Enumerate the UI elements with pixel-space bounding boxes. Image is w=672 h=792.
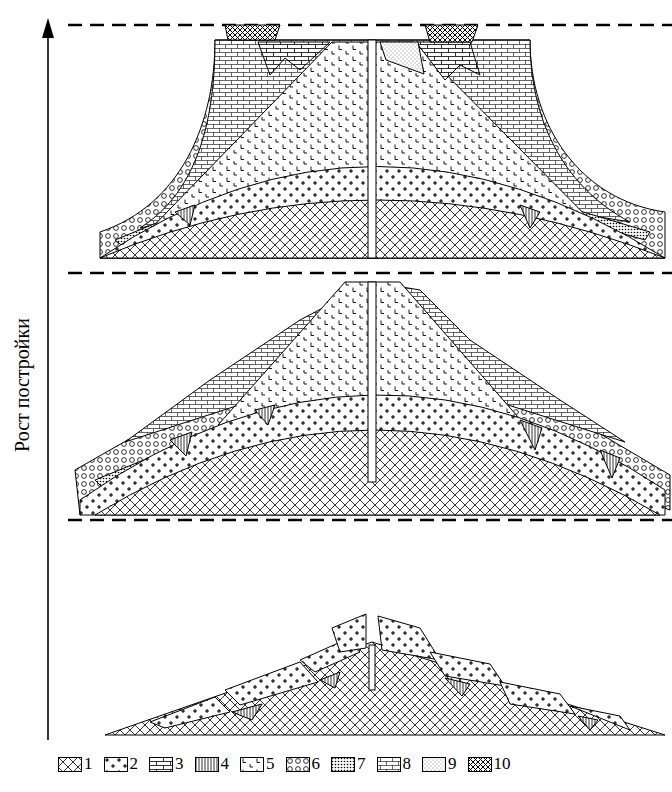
legend-item: 9 [422, 754, 457, 774]
legend-pattern [59, 757, 82, 771]
conduit [368, 40, 376, 258]
legend-number: 6 [312, 754, 321, 774]
legend-number: 3 [175, 754, 184, 774]
legend-swatch [422, 757, 446, 772]
granitoid-block [570, 706, 630, 730]
level-line [68, 519, 672, 522]
stage-top [100, 25, 665, 258]
legend-pattern [377, 757, 400, 771]
growth-arrow [47, 34, 49, 740]
legend-pattern [332, 757, 355, 771]
conduit [368, 282, 376, 482]
legend-number: 4 [221, 754, 230, 774]
legend-pattern [195, 757, 218, 771]
granitoid-block [430, 652, 505, 686]
conglomerate-layer [100, 40, 665, 258]
legend-item: 8 [377, 754, 412, 774]
legend-item: 7 [331, 754, 366, 774]
basement-layer [105, 642, 665, 735]
legend-swatch [195, 757, 219, 772]
arrow-head [42, 18, 54, 38]
legend-item: 3 [149, 754, 184, 774]
breccia-wedge [170, 405, 620, 478]
legend-item: 5 [240, 754, 275, 774]
axis-label: Рост постройки [11, 316, 34, 454]
legend-item: 6 [286, 754, 321, 774]
legend-swatch [240, 757, 264, 772]
legend-number: 1 [84, 754, 93, 774]
legend-swatch [58, 757, 82, 772]
legend: 1 2 3 4 5 6 7 8 9 10 [58, 754, 511, 774]
limestone-tongue [416, 42, 480, 80]
level-line [68, 24, 672, 27]
granitoid-block [500, 682, 575, 714]
legend-item: 2 [104, 754, 139, 774]
legend-pattern [104, 757, 127, 771]
legend-swatch [104, 757, 128, 772]
basement-layer [100, 200, 665, 258]
legend-number: 9 [448, 754, 457, 774]
legend-item: 1 [58, 754, 93, 774]
reef-cap [425, 25, 478, 42]
legend-number: 2 [130, 754, 139, 774]
legend-swatch [331, 757, 355, 772]
conduit [369, 645, 375, 690]
stage-middle [75, 282, 670, 515]
granitoid-layer [100, 167, 665, 259]
breccia-wedge [232, 672, 598, 730]
legend-pattern [468, 757, 491, 771]
legend-pattern [241, 757, 264, 771]
legend-pattern [423, 757, 446, 771]
legend-swatch [149, 757, 173, 772]
legend-number: 5 [266, 754, 275, 774]
granitoid-block [150, 697, 230, 728]
legend-pattern [150, 757, 173, 771]
legend-swatch [377, 757, 401, 772]
legend-number: 7 [357, 754, 366, 774]
breccia-wedge [175, 205, 540, 228]
level-line [68, 272, 672, 275]
reef-cap [225, 25, 280, 40]
stage-bottom [105, 614, 665, 735]
legend-item: 10 [468, 754, 511, 774]
legend-swatch [468, 757, 492, 772]
granitoid-block [225, 662, 318, 705]
sand-patch [380, 42, 424, 74]
granitoid-block [332, 614, 366, 652]
limestone-tongue [258, 42, 330, 75]
legend-number: 10 [494, 754, 511, 774]
legend-number: 8 [403, 754, 412, 774]
legend-pattern [286, 757, 309, 771]
legend-swatch [286, 757, 310, 772]
legend-item: 4 [195, 754, 230, 774]
